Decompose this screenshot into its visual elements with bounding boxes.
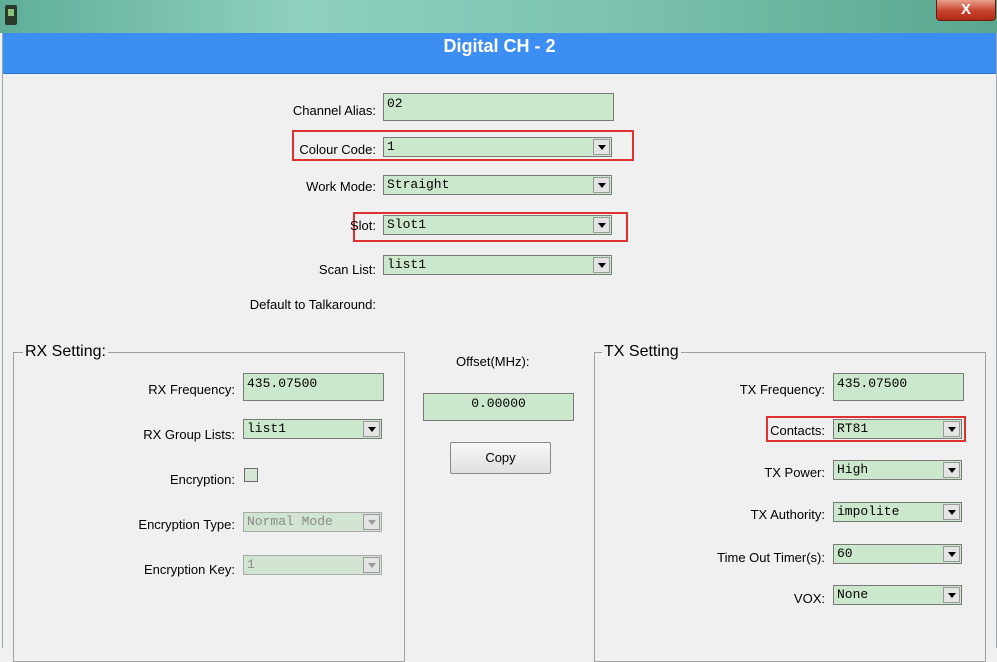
chevron-down-icon[interactable] — [593, 217, 610, 233]
rx-group-lists-label: RX Group Lists: — [143, 427, 235, 442]
chevron-down-icon[interactable] — [943, 421, 960, 437]
radio-app-icon — [5, 5, 17, 25]
tx-power-label: TX Power: — [764, 465, 825, 480]
channel-dialog: Digital CH - 2 Channel Alias: 02 Colour … — [2, 33, 997, 662]
vox-select[interactable]: None — [833, 585, 962, 605]
rx-setting-title: RX Setting: — [23, 343, 108, 361]
scan-list-select[interactable]: list1 — [383, 255, 612, 275]
slot-label: Slot: — [349, 218, 376, 233]
colour-code-label: Colour Code: — [299, 142, 376, 157]
slot-highlight — [353, 212, 628, 242]
close-button[interactable]: X — [936, 0, 996, 21]
encryption-type-label: Encryption Type: — [138, 517, 235, 532]
offset-input[interactable]: 0.00000 — [423, 393, 574, 421]
chevron-down-icon[interactable] — [943, 546, 960, 562]
chevron-down-icon[interactable] — [363, 421, 380, 437]
tx-power-value: High — [837, 462, 869, 477]
tx-authority-value: impolite — [837, 504, 900, 519]
colour-code-select[interactable]: 1 — [383, 137, 612, 157]
encryption-key-label: Encryption Key: — [143, 562, 235, 577]
encryption-type-value: Normal Mode — [247, 514, 333, 529]
slot-value: Slot1 — [387, 217, 427, 232]
chevron-down-icon[interactable] — [593, 139, 610, 155]
tx-setting-title: TX Setting — [602, 343, 681, 361]
chevron-down-icon[interactable] — [943, 587, 960, 603]
rx-group-lists-value: list1 — [247, 421, 287, 436]
channel-alias-input[interactable]: 02 — [383, 93, 614, 121]
tx-authority-label: TX Authority: — [750, 507, 825, 522]
tx-power-select[interactable]: High — [833, 460, 962, 480]
dialog-title: Digital CH - 2 — [3, 33, 996, 74]
slot-select[interactable]: Slot1 — [383, 215, 612, 235]
timeout-timer-value: 60 — [837, 546, 853, 561]
tx-authority-select[interactable]: impolite — [833, 502, 962, 522]
copy-button[interactable]: Copy — [450, 442, 551, 474]
encryption-key-value: 1 — [247, 557, 255, 572]
chevron-down-icon[interactable] — [943, 504, 960, 520]
rx-frequency-label: RX Frequency: — [148, 382, 235, 397]
timeout-timer-label: Time Out Timer(s): — [717, 550, 825, 565]
work-mode-select[interactable]: Straight — [383, 175, 612, 195]
encryption-label: Encryption: — [169, 472, 235, 487]
tx-frequency-input[interactable]: 435.07500 — [833, 373, 964, 401]
talkaround-label: Default to Talkaround: — [249, 297, 376, 312]
rx-frequency-input[interactable]: 435.07500 — [243, 373, 384, 401]
contacts-label: Contacts: — [770, 423, 825, 438]
work-mode-label: Work Mode: — [306, 179, 376, 194]
contacts-highlight — [766, 416, 966, 442]
encryption-checkbox[interactable] — [244, 468, 258, 482]
chevron-down-icon[interactable] — [363, 557, 380, 573]
chevron-down-icon[interactable] — [593, 177, 610, 193]
window-chrome: X — [0, 0, 997, 33]
colour-code-highlight — [292, 130, 634, 161]
scan-list-label: Scan List: — [318, 262, 376, 277]
vox-label: VOX: — [793, 591, 825, 606]
offset-label: Offset(MHz): — [456, 354, 530, 369]
encryption-key-select[interactable]: 1 — [243, 555, 382, 575]
work-mode-value: Straight — [387, 177, 450, 192]
chevron-down-icon[interactable] — [593, 257, 610, 273]
scan-list-value: list1 — [387, 257, 427, 272]
timeout-timer-select[interactable]: 60 — [833, 544, 962, 564]
chevron-down-icon[interactable] — [943, 462, 960, 478]
chevron-down-icon[interactable] — [363, 514, 380, 530]
encryption-type-select[interactable]: Normal Mode — [243, 512, 382, 532]
contacts-select[interactable]: RT81 — [833, 419, 962, 439]
contacts-value: RT81 — [837, 421, 869, 436]
tx-frequency-label: TX Frequency: — [739, 382, 825, 397]
channel-alias-label: Channel Alias: — [292, 103, 376, 118]
vox-value: None — [837, 587, 869, 602]
colour-code-value: 1 — [387, 139, 395, 154]
rx-group-lists-select[interactable]: list1 — [243, 419, 382, 439]
